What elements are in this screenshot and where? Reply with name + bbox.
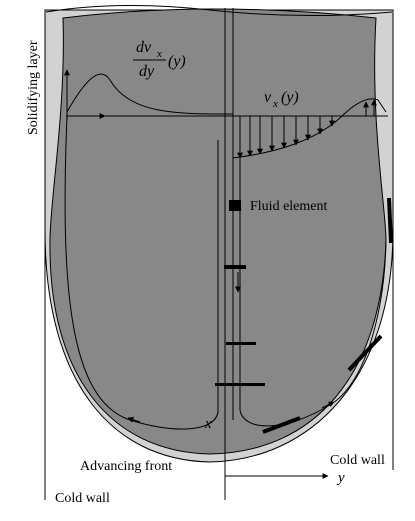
dvdy-argument: (y) [168, 53, 186, 70]
dvdy-numerator: dv [136, 39, 152, 56]
dvdy-numerator-subscript: x [156, 48, 162, 60]
vx-label: v x (y) [264, 89, 299, 110]
fluid-element-bar-3 [215, 383, 265, 386]
top-surface-line [45, 4, 393, 17]
leftflow-arrow-bottom [127, 416, 141, 423]
rightflow-arrow-bottom [321, 401, 335, 409]
cold-wall-right-label: Cold wall [330, 453, 385, 468]
fluid-element-wall-vertical [387, 197, 393, 244]
axis-y-label: y [336, 470, 345, 486]
vx-symbol: v [264, 89, 272, 106]
fluid-element-bar-1 [224, 265, 246, 269]
fluid-element-diagonal-2 [262, 416, 301, 434]
vx-down-arrows [237, 116, 335, 159]
advancing-front-label: Advancing front [80, 459, 172, 474]
cold-wall-left-label: Cold wall [55, 491, 110, 506]
vx-profile-curve [232, 98, 387, 159]
fluid-element-label: Fluid element [250, 199, 327, 214]
fluid-element-square [229, 200, 241, 211]
dvdy-label: dv x dy (y) [133, 39, 186, 80]
fluid-element-diagonal-1 [347, 334, 383, 372]
dvdy-profile-curve [66, 73, 234, 115]
vx-argument: (y) [281, 89, 299, 106]
vx-up-arrows [363, 99, 377, 116]
fluid-element-bar-2 [226, 342, 256, 345]
dvdy-denominator: dy [139, 63, 155, 80]
axis-x-label: x [204, 416, 212, 432]
solidifying-layer-label: Solidifying layer [26, 40, 41, 135]
vx-subscript: x [272, 98, 278, 110]
